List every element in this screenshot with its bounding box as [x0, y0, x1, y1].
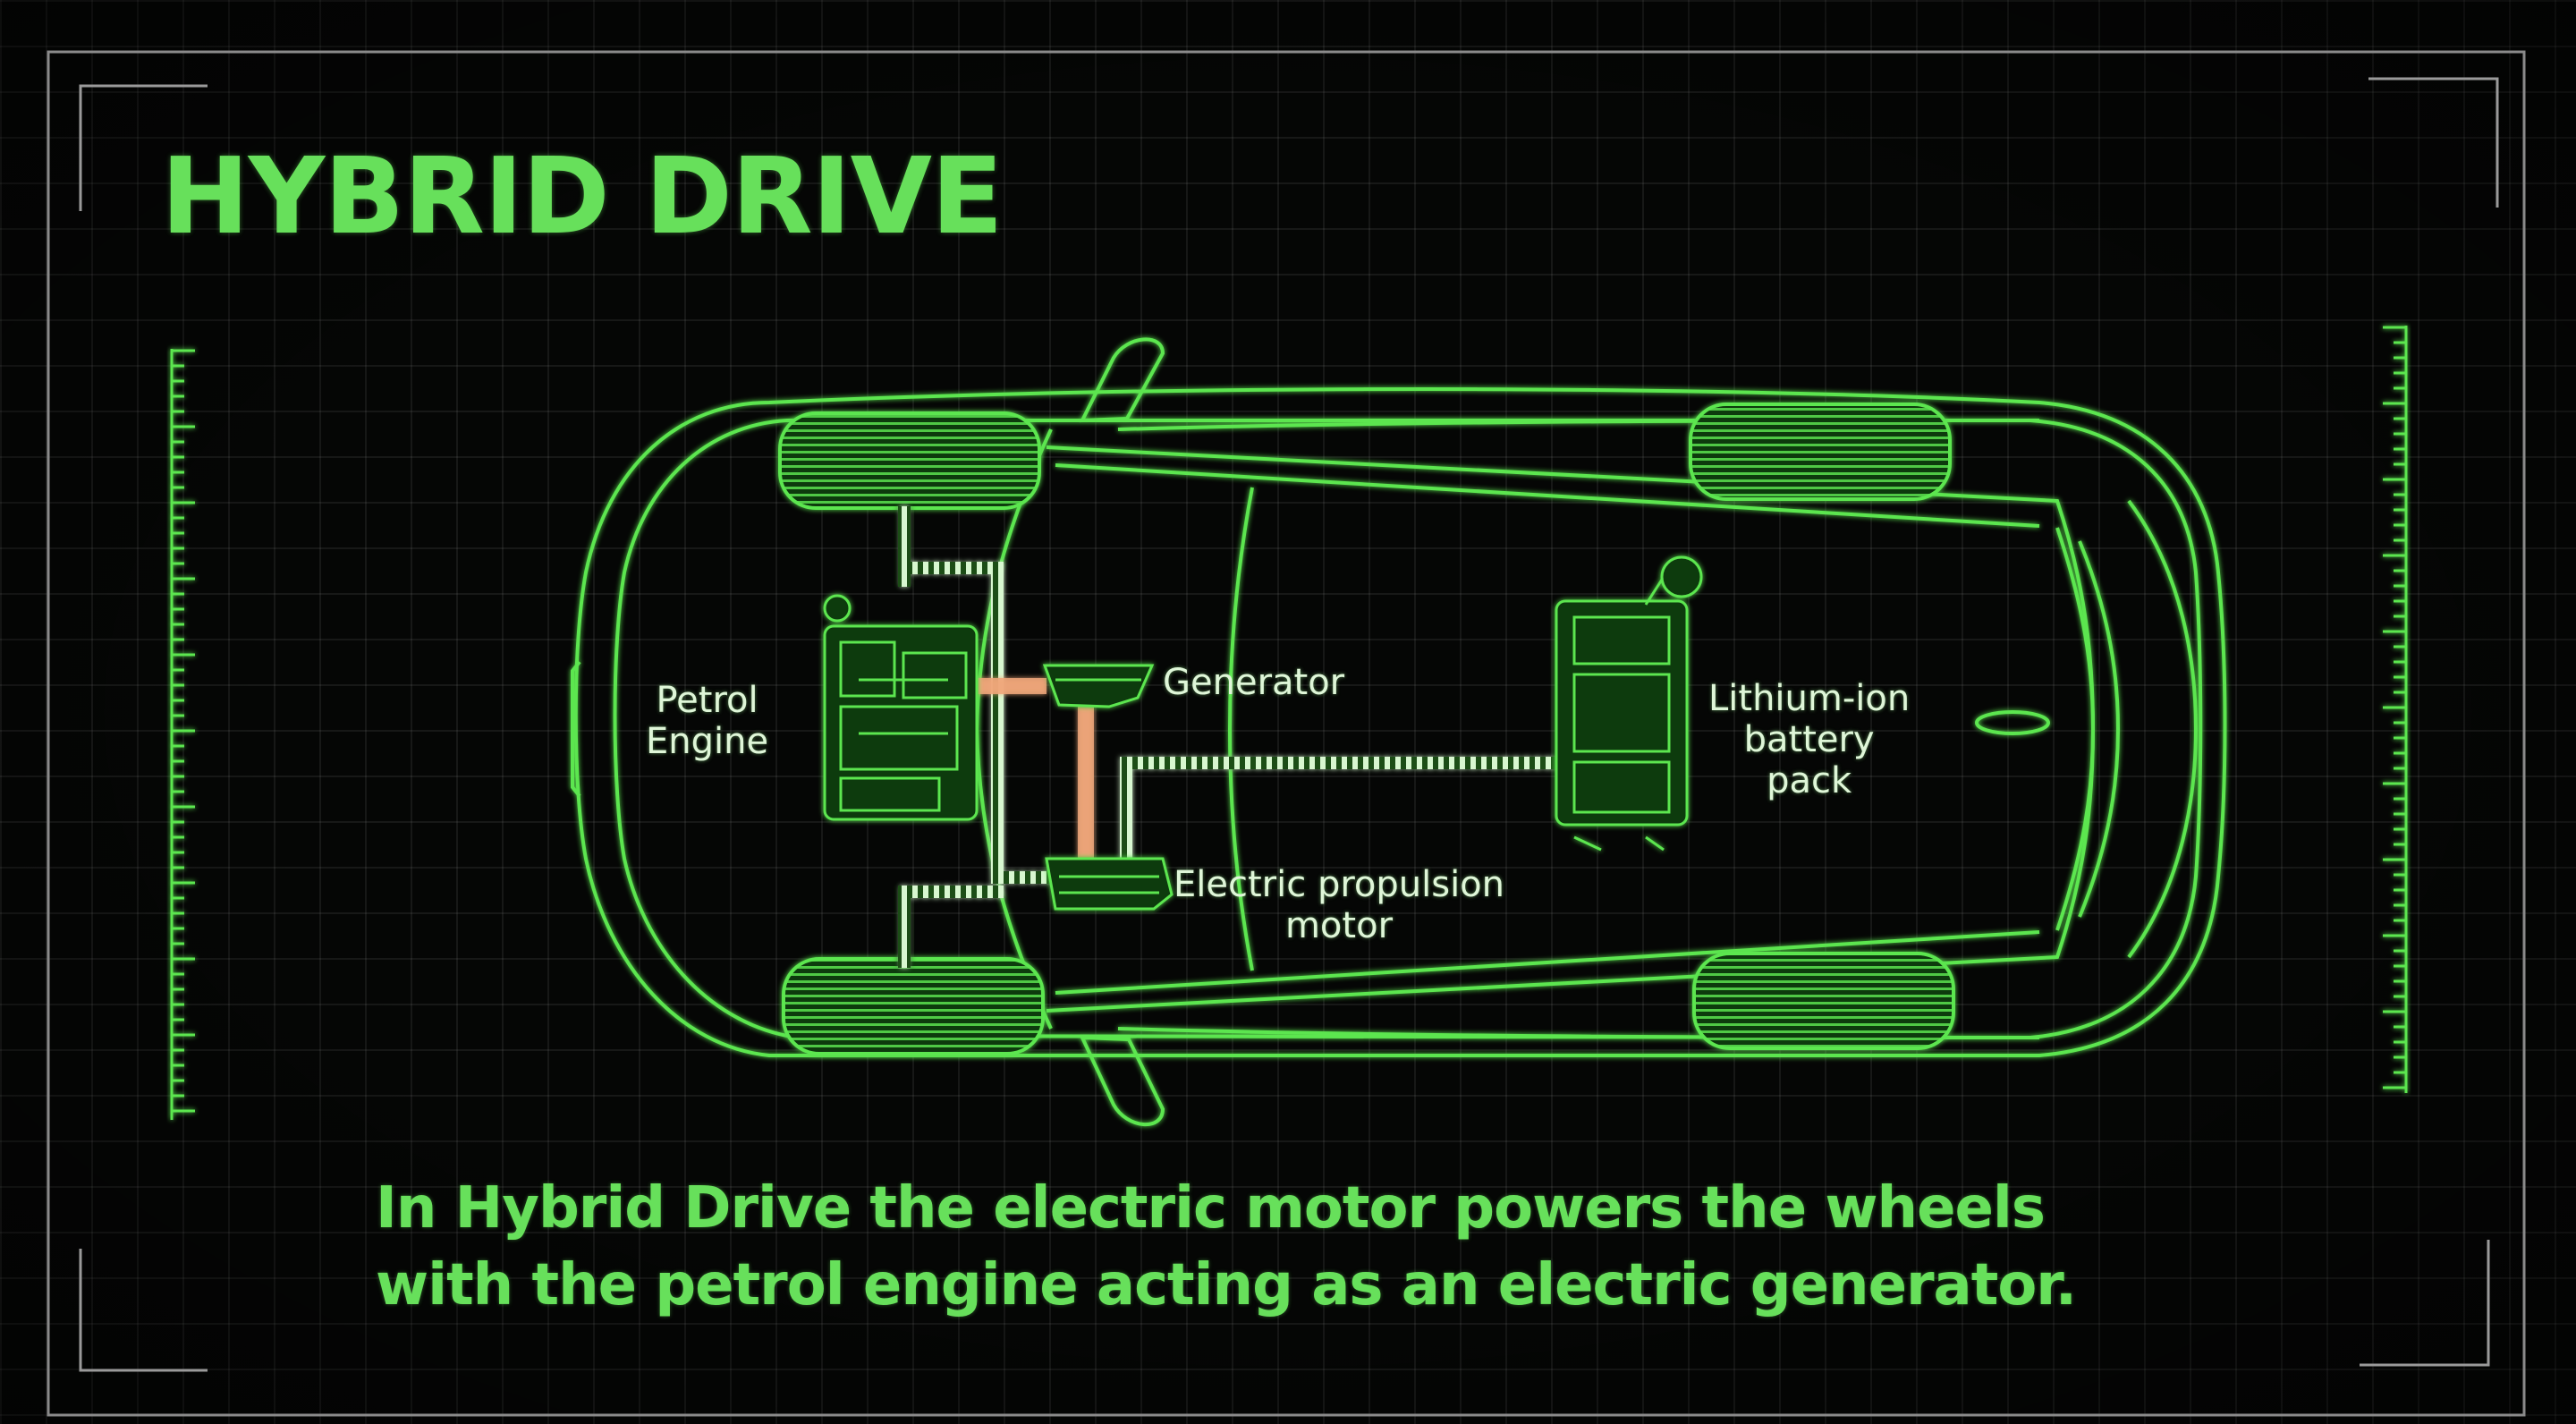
- battery-pack-label-line1: Lithium-ion: [1708, 678, 1911, 719]
- caption: In Hybrid Drive the electric motor power…: [376, 1170, 2326, 1324]
- battery-pack-block: [1555, 555, 1703, 852]
- electric-motor-block: [1045, 857, 1174, 911]
- petrol-engine-label: Petrol Engine: [646, 680, 768, 762]
- frame: [47, 50, 2526, 1417]
- corner-brackets: [79, 77, 2499, 1372]
- petrol-engine-label-line1: Petrol: [656, 680, 758, 721]
- page-title: HYBRID DRIVE: [161, 134, 1004, 258]
- left-ruler: [170, 349, 195, 1120]
- generator-label: Generator: [1163, 662, 1345, 703]
- power-lines: [898, 506, 1558, 968]
- caption-line1: In Hybrid Drive the electric motor power…: [376, 1175, 2046, 1242]
- generator-block: [1042, 664, 1155, 708]
- electric-motor-label-line2: motor: [1284, 905, 1394, 946]
- caption-line2: with the petrol engine acting as an elec…: [376, 1252, 2077, 1318]
- battery-pack-label: Lithium-ion battery pack: [1708, 678, 1910, 801]
- petrol-engine-label-line2: Engine: [646, 721, 769, 762]
- right-ruler: [2383, 326, 2408, 1093]
- battery-pack-label-line3: pack: [1767, 760, 1852, 801]
- generator-link: [975, 678, 1094, 859]
- electric-motor-label: Electric propulsion motor: [1174, 864, 1504, 946]
- battery-pack-label-line2: battery: [1743, 719, 1875, 760]
- petrol-engine-block: [823, 594, 979, 821]
- wheels: [778, 403, 1955, 1055]
- electric-motor-label-line1: Electric propulsion: [1174, 864, 1504, 905]
